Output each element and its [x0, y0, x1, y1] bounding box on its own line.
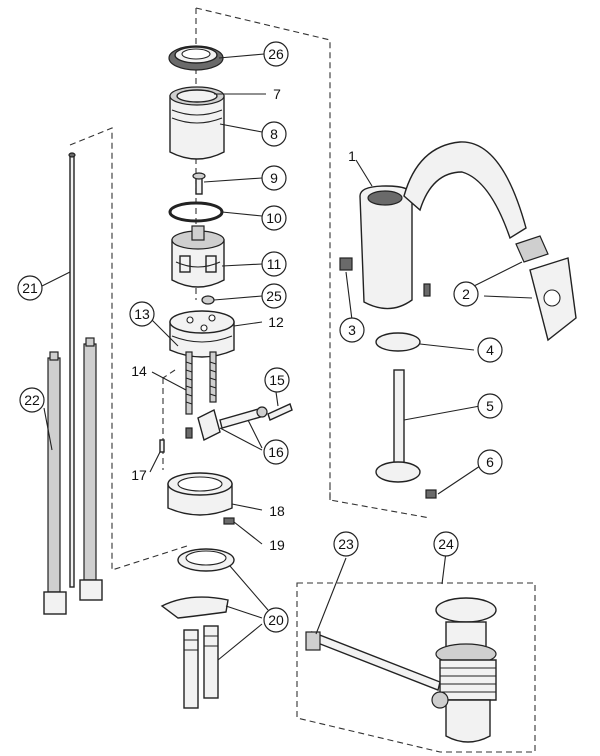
- hose-guide-box: [69, 127, 191, 571]
- callout-5: 5: [477, 393, 503, 419]
- callout-label-14: 14: [131, 363, 147, 379]
- callout-18: 18: [269, 503, 285, 519]
- callout-label-20: 20: [268, 612, 284, 628]
- callout-label-5: 5: [486, 398, 494, 414]
- waste-guide-box: [296, 582, 536, 753]
- callout-24: 24: [433, 531, 459, 557]
- callout-label-7: 7: [273, 86, 281, 102]
- callout-19: 19: [269, 537, 285, 553]
- callout-2: 2: [453, 281, 479, 307]
- callout-11: 11: [261, 251, 287, 277]
- collar-18: [167, 472, 233, 516]
- callout-label-6: 6: [486, 454, 494, 470]
- callout-label-23: 23: [338, 536, 354, 552]
- callouts: 26 7 8 9 10 11 25 12 13 14 15 16 17 18 1…: [17, 41, 503, 633]
- callout-label-15: 15: [269, 372, 285, 388]
- callout-21: 21: [17, 275, 43, 301]
- callout-label-3: 3: [348, 322, 356, 338]
- flex-hoses-22: [43, 337, 103, 615]
- cap-sleeve-8: [169, 86, 225, 160]
- callout-label-12: 12: [268, 314, 284, 330]
- callout-label-26: 26: [268, 46, 284, 62]
- callout-label-17: 17: [131, 467, 147, 483]
- callout-17: 17: [131, 467, 147, 483]
- threaded-studs-14: [185, 351, 217, 415]
- callout-label-4: 4: [486, 342, 494, 358]
- cartridge-11: [171, 225, 225, 288]
- callout-4: 4: [477, 337, 503, 363]
- callout-label-16: 16: [268, 444, 284, 460]
- shank-5: [375, 369, 421, 483]
- callout-10: 10: [261, 205, 287, 231]
- seal-ring-26: [168, 45, 224, 71]
- callout-label-2: 2: [462, 286, 470, 302]
- screw-19: [223, 517, 235, 525]
- fixing-set-20: [160, 548, 235, 709]
- callout-label-9: 9: [270, 170, 278, 186]
- callout-label-22: 22: [24, 392, 40, 408]
- callout-25: 25: [261, 283, 287, 309]
- aerator-gasket-2: [515, 235, 577, 342]
- callout-20: 20: [263, 607, 289, 633]
- spindle-guide: [162, 369, 176, 470]
- base-plate-12: [169, 310, 235, 358]
- callout-label-11: 11: [267, 256, 282, 272]
- callout-13: 13: [129, 301, 155, 327]
- callout-6: 6: [477, 449, 503, 475]
- callout-label-10: 10: [266, 210, 282, 226]
- small-ring-25: [201, 295, 215, 305]
- faucet-body-1: [359, 141, 527, 310]
- pop-up-lever-23: [305, 631, 441, 691]
- callout-12: 12: [268, 314, 284, 330]
- callout-9: 9: [261, 165, 287, 191]
- callout-label-25: 25: [266, 288, 282, 304]
- callout-3: 3: [339, 317, 365, 343]
- callout-label-18: 18: [269, 503, 285, 519]
- pin-15: [267, 403, 293, 421]
- callout-26: 26: [263, 41, 289, 67]
- waste-assembly-24: [431, 597, 497, 743]
- callout-8: 8: [261, 121, 287, 147]
- pop-up-rod-21: [68, 152, 76, 588]
- callout-7: 7: [273, 86, 281, 102]
- callout-1: 1: [348, 148, 356, 164]
- callout-label-19: 19: [269, 537, 285, 553]
- screw-9: [192, 172, 206, 195]
- callout-label-21: 21: [22, 280, 38, 296]
- nut-6: [425, 489, 437, 499]
- pin-17: [159, 439, 165, 453]
- gasket-4: [375, 332, 421, 352]
- callout-label-24: 24: [438, 536, 454, 552]
- callout-label-8: 8: [270, 126, 278, 142]
- callout-16: 16: [263, 439, 289, 465]
- leader-lines: [41, 53, 533, 661]
- lever-16: [185, 406, 268, 442]
- callout-15: 15: [264, 367, 290, 393]
- callout-label-13: 13: [134, 306, 150, 322]
- callout-14: 14: [131, 363, 147, 379]
- fitting-3: [339, 257, 353, 271]
- callout-23: 23: [333, 531, 359, 557]
- callout-22: 22: [19, 387, 45, 413]
- callout-label-1: 1: [348, 148, 356, 164]
